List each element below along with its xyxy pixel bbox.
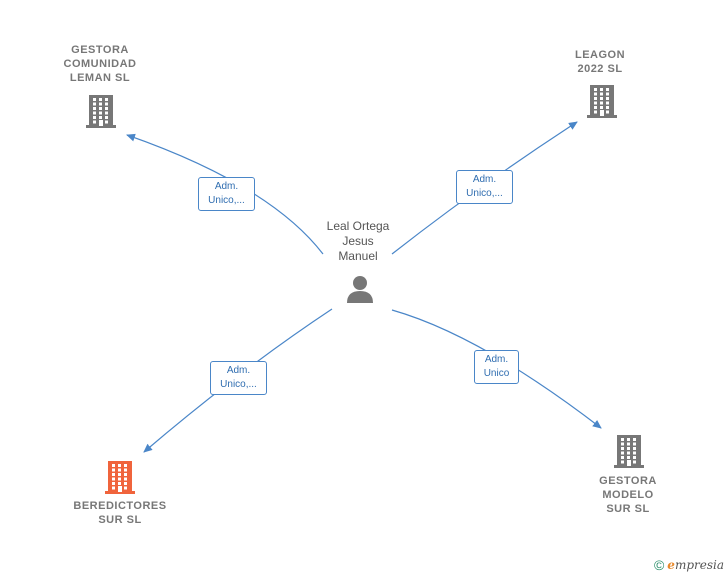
- building-icon[interactable]: [105, 460, 135, 494]
- edge-label-leagon-2022[interactable]: Adm. Unico,...: [456, 170, 513, 204]
- person-icon[interactable]: [345, 274, 375, 304]
- building-icon[interactable]: [86, 94, 116, 128]
- building-icon[interactable]: [614, 434, 644, 468]
- brand-logo[interactable]: empresia: [667, 558, 724, 572]
- edge-label-beredictores-sur[interactable]: Adm. Unico,...: [210, 361, 267, 395]
- company-name-beredictores-sur[interactable]: BEREDICTORES SUR SL: [73, 500, 167, 526]
- building-icon[interactable]: [587, 84, 617, 118]
- footer-brand: © empresia: [654, 557, 724, 573]
- company-name-gestora-modelo-sur[interactable]: GESTORA MODELO SUR SL: [599, 475, 657, 515]
- company-name-gestora-comunidad-leman[interactable]: GESTORA COMUNIDAD LEMAN SL: [63, 44, 137, 84]
- company-name-leagon-2022[interactable]: LEAGON 2022 SL: [574, 49, 626, 75]
- edge-label-gestora-comunidad-leman[interactable]: Adm. Unico,...: [198, 177, 255, 211]
- person-name[interactable]: Leal Ortega Jesus Manuel: [326, 219, 390, 263]
- copyright-symbol: ©: [653, 557, 665, 573]
- edge-label-gestora-modelo-sur[interactable]: Adm. Unico: [474, 350, 519, 384]
